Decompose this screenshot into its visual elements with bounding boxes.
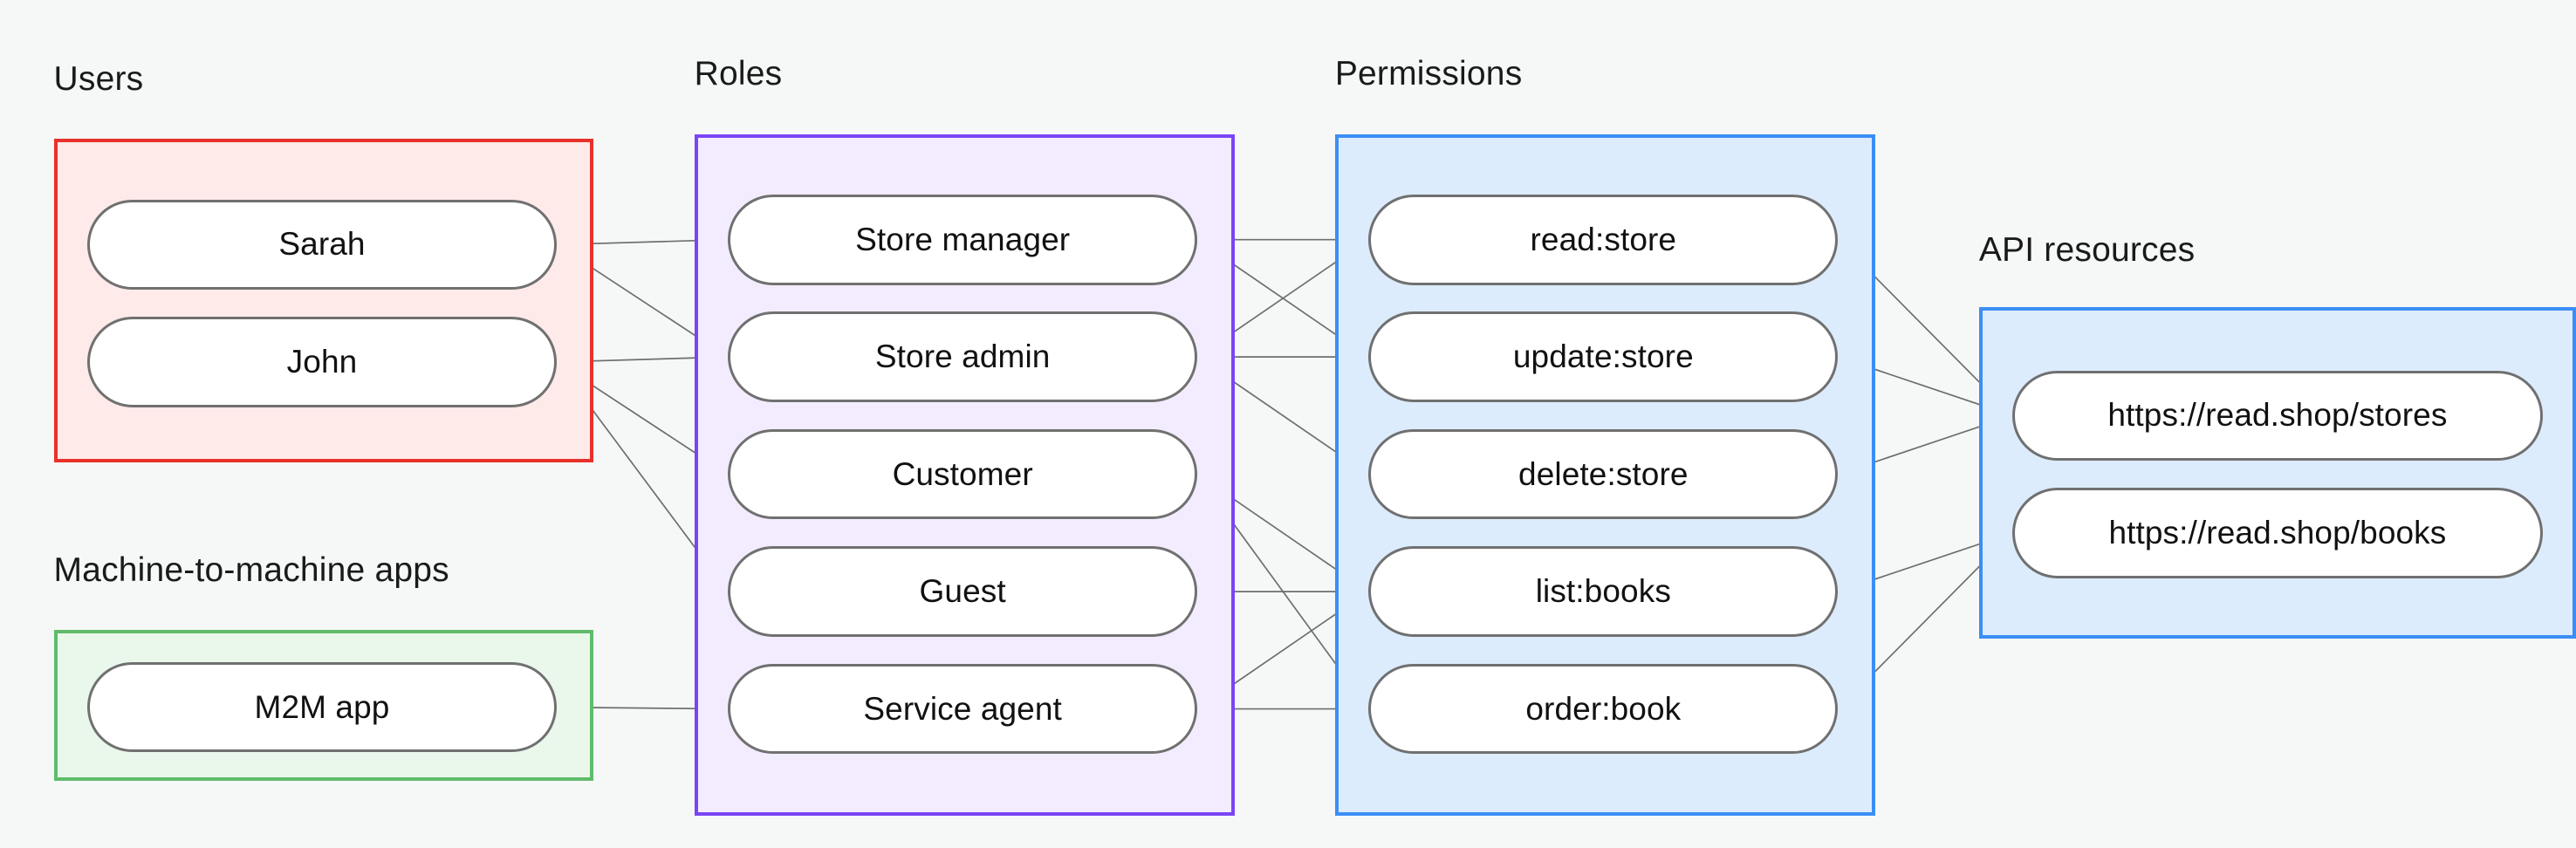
node-update_store[interactable]: update:store xyxy=(1368,311,1839,402)
group-label-roles: Roles xyxy=(694,55,783,93)
group-label-permissions: Permissions xyxy=(1334,55,1523,93)
node-store_admin[interactable]: Store admin xyxy=(728,311,1198,402)
node-res_books[interactable]: https://read.shop/books xyxy=(2012,487,2543,578)
node-delete_store[interactable]: delete:store xyxy=(1368,428,1839,520)
group-box-api xyxy=(1978,306,2576,639)
node-customer[interactable]: Customer xyxy=(728,428,1198,520)
node-sarah[interactable]: Sarah xyxy=(86,199,558,291)
node-john[interactable]: John xyxy=(86,317,558,407)
group-box-users xyxy=(53,139,594,463)
node-res_stores[interactable]: https://read.shop/stores xyxy=(2012,370,2543,462)
node-guest[interactable]: Guest xyxy=(728,546,1198,637)
group-label-m2m: Machine-to-machine apps xyxy=(53,551,449,589)
node-m2mapp[interactable]: M2M app xyxy=(86,661,558,753)
node-read_store[interactable]: read:store xyxy=(1368,194,1839,285)
node-service_agent[interactable]: Service agent xyxy=(728,663,1198,755)
group-label-api: API resources xyxy=(1978,231,2196,270)
node-order_book[interactable]: order:book xyxy=(1368,663,1839,755)
node-list_books[interactable]: list:books xyxy=(1368,546,1839,637)
node-store_manager[interactable]: Store manager xyxy=(728,194,1198,285)
group-label-users: Users xyxy=(53,60,144,99)
